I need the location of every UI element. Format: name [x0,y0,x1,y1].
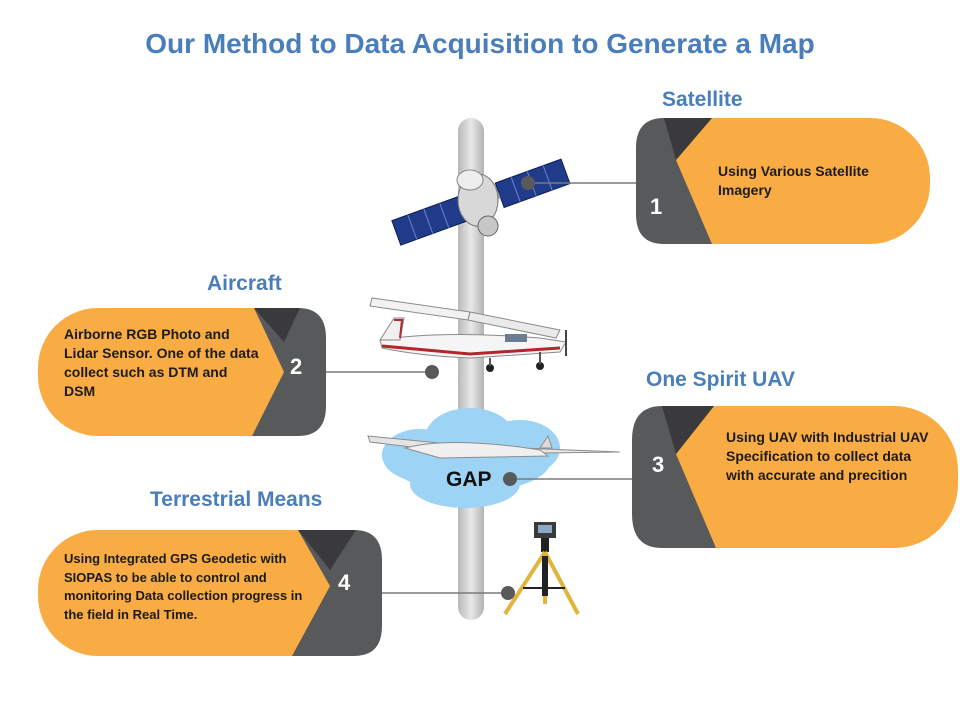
method-number-3: 3 [652,452,665,477]
cloud-label: GAP [446,468,492,491]
method-number-2: 2 [290,354,303,379]
uav-illustration [367,434,621,459]
connector-4 [380,586,515,600]
cloud-shape [382,408,560,508]
method-number-4: 4 [338,570,351,595]
method-card-4: 4 Using Integrated GPS Geodetic with SIO… [38,530,382,656]
method-text-1: Using Various Satellite Imagery [718,163,869,198]
method-card-2: 2 Airborne RGB Photo and Lidar Sensor. O… [38,308,326,436]
method-text-3: Using UAV with Industrial UAV Specificat… [726,429,929,483]
connector-1 [521,176,640,190]
connector-3 [503,472,632,486]
heading-terrestrial: Terrestrial Means [150,488,323,511]
method-number-1: 1 [650,194,663,219]
heading-satellite: Satellite [662,88,743,111]
method-text-2: Airborne RGB Photo and Lidar Sensor. One… [64,326,259,399]
method-card-1: 1 Using Various Satellite Imagery [636,118,930,244]
tripod-illustration [503,522,580,616]
method-text-4: Using Integrated GPS Geodetic with SIOPA… [64,551,303,622]
aircraft-illustration [369,297,567,372]
heading-aircraft: Aircraft [207,272,282,295]
page-title: Our Method to Data Acquisition to Genera… [145,28,815,59]
heading-uav: One Spirit UAV [646,368,795,391]
method-card-3: 3 Using UAV with Industrial UAV Specific… [632,406,958,548]
connector-2 [326,365,439,379]
